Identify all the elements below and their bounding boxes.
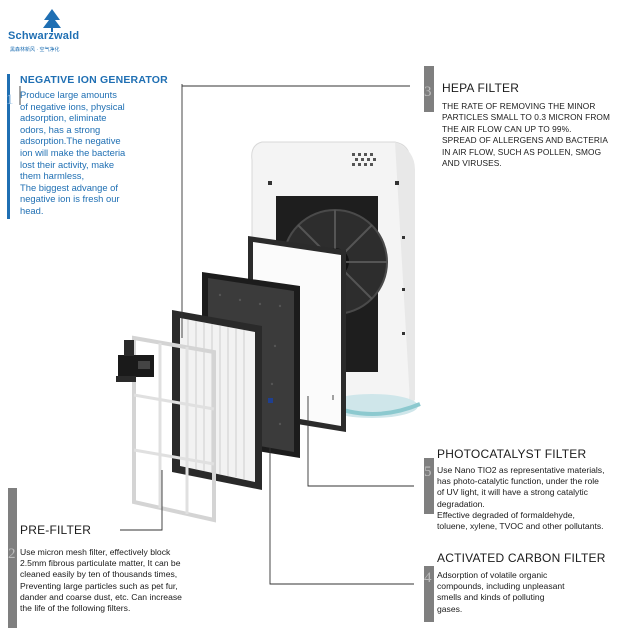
activated-carbon-line: compounds, including unpleasant <box>437 581 565 592</box>
pre-filter-panel <box>116 335 216 523</box>
section-number-1: 1 <box>6 92 14 108</box>
negative-ion-line: adsorption.The negative <box>20 135 121 147</box>
negative-ion-description: Produce large amounts of negative ions, … <box>20 89 170 217</box>
section-marker-1 <box>7 74 10 219</box>
activated-carbon-line: gases. <box>437 603 463 614</box>
activated-carbon-title: ACTIVATED CARBON FILTER <box>437 551 606 565</box>
section-marker-3 <box>424 66 434 112</box>
pre-filter-line: Preventing large particles such as pet f… <box>20 580 178 591</box>
activated-carbon-line: Adsorption of volatile organic <box>437 570 548 580</box>
section-number-2: 2 <box>8 546 16 562</box>
negative-ion-line: head. <box>20 204 44 216</box>
pre-filter-line: the life of the following filters. <box>20 603 131 614</box>
section-marker-2 <box>8 488 17 628</box>
hepa-line: SPREAD OF ALLERGENS AND BACTERIA <box>442 135 608 146</box>
photocatalyst-line: has photo-catalytic function, under the … <box>437 476 599 487</box>
hepa-description: THE RATE OF REMOVING THE MINOR PARTICLES… <box>442 101 637 169</box>
negative-ion-line: lost their activity, make <box>20 158 115 170</box>
negative-ion-line: adsorption, eliminate <box>20 112 107 124</box>
brand-tagline: 黑森林新风 · 空气净化 <box>10 47 60 53</box>
negative-ion-line: Produce large amounts <box>20 89 117 100</box>
photocatalyst-line: toluene, xylene, TVOC and other pollutan… <box>437 521 604 532</box>
photocatalyst-description: Use Nano TIO2 as representative material… <box>437 465 637 532</box>
hepa-line: AND VIRUSES. <box>442 158 502 169</box>
activated-carbon-line: smells and kinds of polluting <box>437 592 545 603</box>
negative-ion-line: negative ion is fresh our <box>20 193 120 205</box>
pre-filter-line: Use micron mesh filter, effectively bloc… <box>20 547 171 557</box>
hepa-line: THE RATE OF REMOVING THE MINOR <box>442 101 596 111</box>
photocatalyst-line: degradation. <box>437 498 485 509</box>
pre-filter-title: PRE-FILTER <box>20 523 92 537</box>
hepa-title: HEPA FILTER <box>442 81 520 95</box>
pre-filter-description: Use micron mesh filter, effectively bloc… <box>20 547 230 614</box>
section-number-5: 5 <box>424 464 432 480</box>
section-marker-4 <box>424 566 434 622</box>
brand-name: Schwarzwald <box>8 30 80 42</box>
negative-ion-title: NEGATIVE ION GENERATOR <box>20 74 168 86</box>
negative-ion-line: of negative ions, physical <box>20 100 125 112</box>
section-number-4: 4 <box>424 570 432 586</box>
photocatalyst-filter-panel <box>172 310 273 490</box>
photocatalyst-line: Use Nano TIO2 as representative material… <box>437 465 605 475</box>
negative-ion-line: ion will make the bacteria <box>20 146 126 158</box>
section-number-3: 3 <box>424 84 432 100</box>
photocatalyst-title: PHOTOCATALYST FILTER <box>437 447 587 461</box>
negative-ion-line: The biggest advange of <box>20 181 118 193</box>
negative-ion-line: them harmless, <box>20 170 85 182</box>
photocatalyst-line: Effective degraded of formaldehyde, <box>437 509 575 520</box>
hepa-line: PARTICLES SMALL TO 0.3 MICRON FROM <box>442 112 610 123</box>
pre-filter-line: 2.5mm fibrous particulate matter, It can… <box>20 558 181 569</box>
logo-tree-icon <box>43 9 61 32</box>
ion-generator-module <box>116 340 154 382</box>
negative-ion-line: odors, has a strong <box>20 123 101 135</box>
pre-filter-line: dander and coarse dust, etc. Can increas… <box>20 591 182 602</box>
section-marker-5 <box>424 458 434 514</box>
hepa-line: THE AIR FLOW CAN UP TO 99%. <box>442 123 572 134</box>
hepa-line: IN AIR FLOW, SUCH AS POLLEN, SMOG <box>442 146 602 157</box>
pre-filter-line: cleaned easily by ten of thousands times… <box>20 569 178 580</box>
leader-lines <box>19 84 414 585</box>
photocatalyst-line: of UV light, it will have a strong catal… <box>437 487 588 498</box>
activated-carbon-description: Adsorption of volatile organic compounds… <box>437 570 637 615</box>
